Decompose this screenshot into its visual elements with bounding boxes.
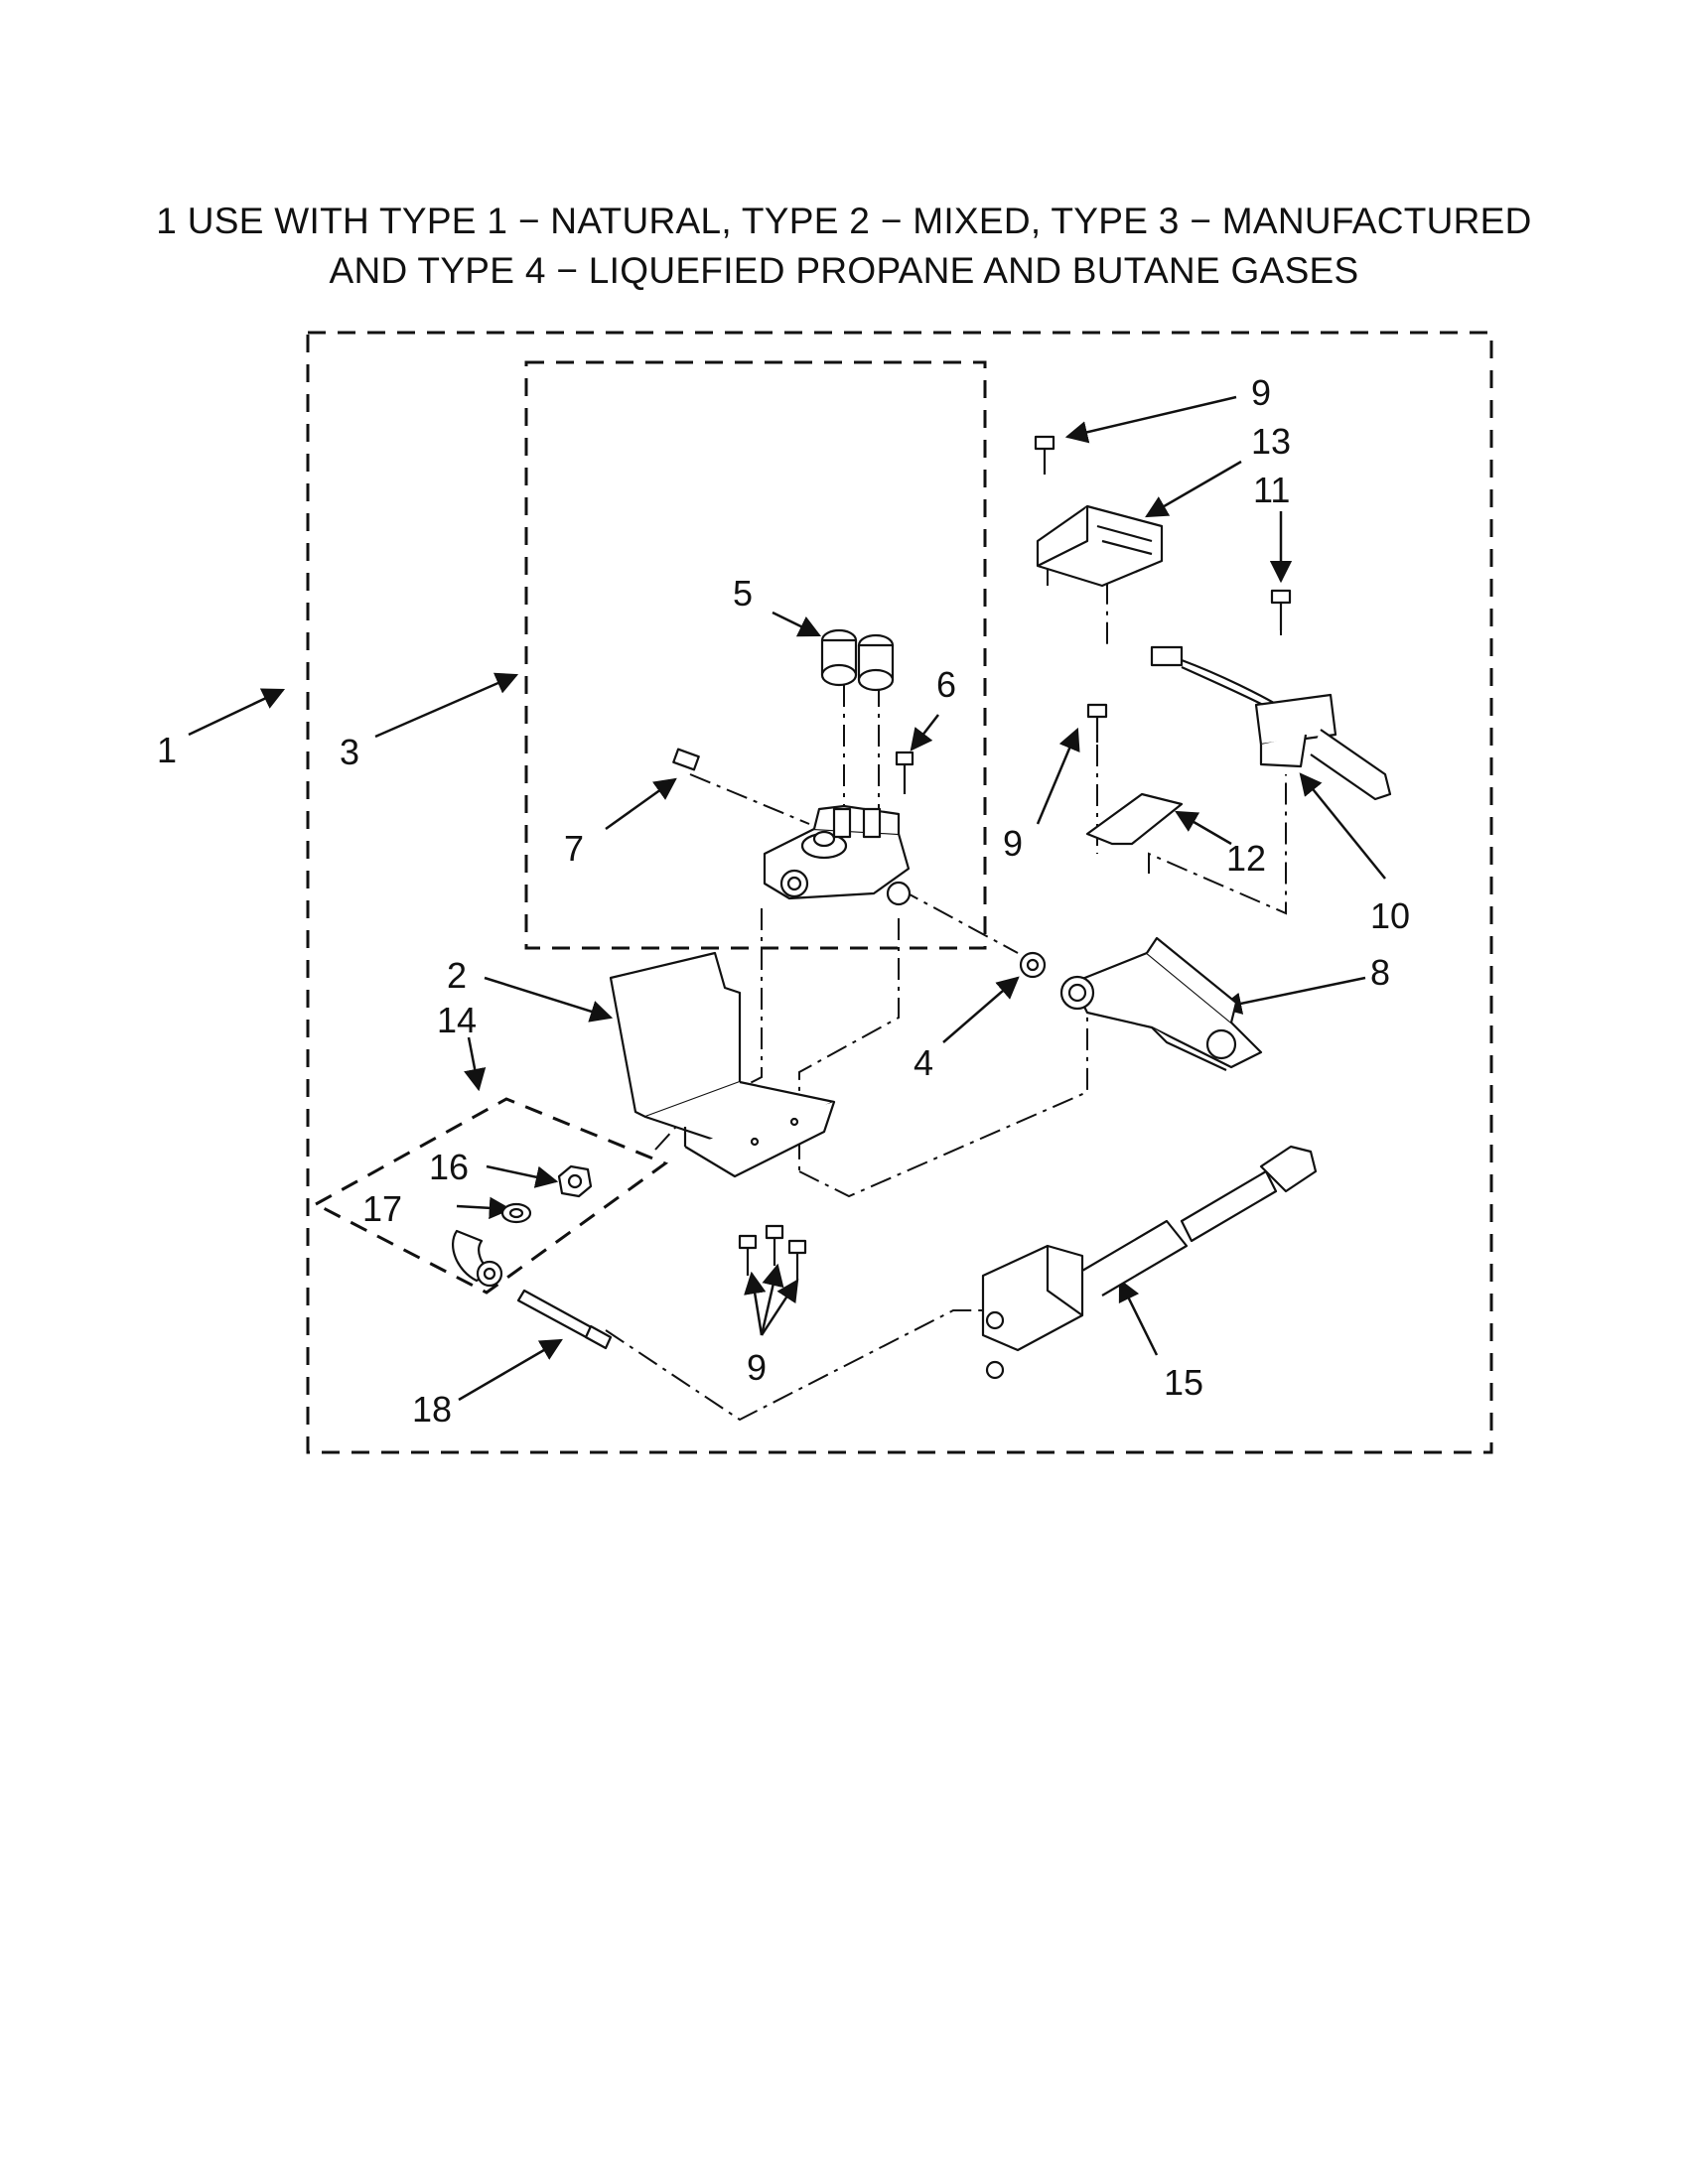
arrow-12 bbox=[1175, 810, 1232, 846]
arrow-13 bbox=[1145, 460, 1242, 518]
arrow-7 bbox=[605, 777, 677, 831]
screw-part-9-mid bbox=[1086, 703, 1108, 743]
arrow-14 bbox=[464, 1036, 487, 1092]
shutoff-valve-part-15 bbox=[981, 1145, 1318, 1380]
callout-9-bottom: 9 bbox=[747, 1347, 767, 1388]
nut-part-16 bbox=[557, 1164, 593, 1198]
fitting-part-17 bbox=[500, 1202, 532, 1224]
arrow-9-bottom-b bbox=[760, 1263, 784, 1336]
arrow-9-bottom-c bbox=[760, 1279, 799, 1336]
arrow-3 bbox=[374, 672, 519, 739]
bracket-part-13 bbox=[1036, 504, 1164, 588]
screws-part-9-bottom bbox=[738, 1224, 807, 1281]
callout-18: 18 bbox=[412, 1389, 452, 1430]
callout-10: 10 bbox=[1370, 895, 1410, 936]
bracket-part-12 bbox=[1085, 792, 1184, 846]
callout-1: 1 bbox=[157, 730, 177, 770]
callout-9-top: 9 bbox=[1251, 372, 1271, 413]
burner-part-8 bbox=[1059, 936, 1263, 1071]
callout-6: 6 bbox=[936, 664, 956, 705]
arrow-9-mid bbox=[1036, 727, 1080, 825]
gas-valve-part-3 bbox=[763, 804, 912, 906]
arrow-16 bbox=[486, 1164, 559, 1188]
callout-15: 15 bbox=[1164, 1362, 1203, 1403]
callout-13: 13 bbox=[1251, 421, 1291, 462]
elbow-fitting bbox=[452, 1229, 503, 1288]
mounting-bracket-part-2 bbox=[609, 951, 836, 1178]
assembly-boundary-valve bbox=[524, 360, 987, 950]
plug-part-7 bbox=[672, 748, 700, 771]
callout-16: 16 bbox=[429, 1147, 469, 1187]
arrow-18 bbox=[458, 1338, 563, 1402]
arrow-8 bbox=[1218, 976, 1366, 1015]
callout-2: 2 bbox=[447, 955, 467, 996]
callout-4: 4 bbox=[914, 1042, 933, 1083]
fitting-part-4 bbox=[1019, 951, 1047, 979]
arrow-10 bbox=[1299, 772, 1386, 880]
callout-17: 17 bbox=[362, 1188, 402, 1229]
callout-12: 12 bbox=[1226, 838, 1266, 879]
arrow-15 bbox=[1118, 1278, 1159, 1356]
diagram-title-line-2: AND TYPE 4 − LIQUEFIED PROPANE AND BUTAN… bbox=[329, 250, 1359, 291]
pipe-nipple-part-18 bbox=[516, 1289, 613, 1350]
callout-3: 3 bbox=[340, 732, 359, 772]
screw-part-11 bbox=[1270, 589, 1292, 630]
arrow-4 bbox=[942, 976, 1020, 1043]
arrow-1 bbox=[188, 688, 286, 737]
assembly-boundary-elbow bbox=[312, 1097, 669, 1295]
arrow-17 bbox=[456, 1196, 512, 1220]
callout-7: 7 bbox=[564, 828, 584, 869]
screw-part-6 bbox=[895, 751, 914, 794]
screw-part-9-top bbox=[1034, 435, 1055, 475]
part-callouts: 1 3 5 6 7 9 13 11 9 12 10 8 4 2 14 16 17… bbox=[157, 372, 1410, 1430]
valve-coils-part-5 bbox=[820, 628, 895, 692]
callout-8: 8 bbox=[1370, 952, 1390, 993]
arrow-5 bbox=[772, 611, 822, 637]
diagram-title-line-1: 1 USE WITH TYPE 1 − NATURAL, TYPE 2 − MI… bbox=[156, 201, 1532, 241]
igniter-part-10 bbox=[1150, 645, 1392, 801]
arrow-9-bottom-a bbox=[744, 1271, 767, 1336]
callout-9-mid: 9 bbox=[1003, 823, 1023, 864]
callout-14: 14 bbox=[437, 1000, 477, 1040]
callout-5: 5 bbox=[733, 573, 753, 614]
callout-11: 11 bbox=[1253, 470, 1290, 510]
arrow-2 bbox=[484, 976, 614, 1023]
arrow-9-top bbox=[1064, 395, 1237, 444]
arrow-6 bbox=[910, 714, 939, 751]
assembly-boundary-outer bbox=[306, 331, 1493, 1454]
